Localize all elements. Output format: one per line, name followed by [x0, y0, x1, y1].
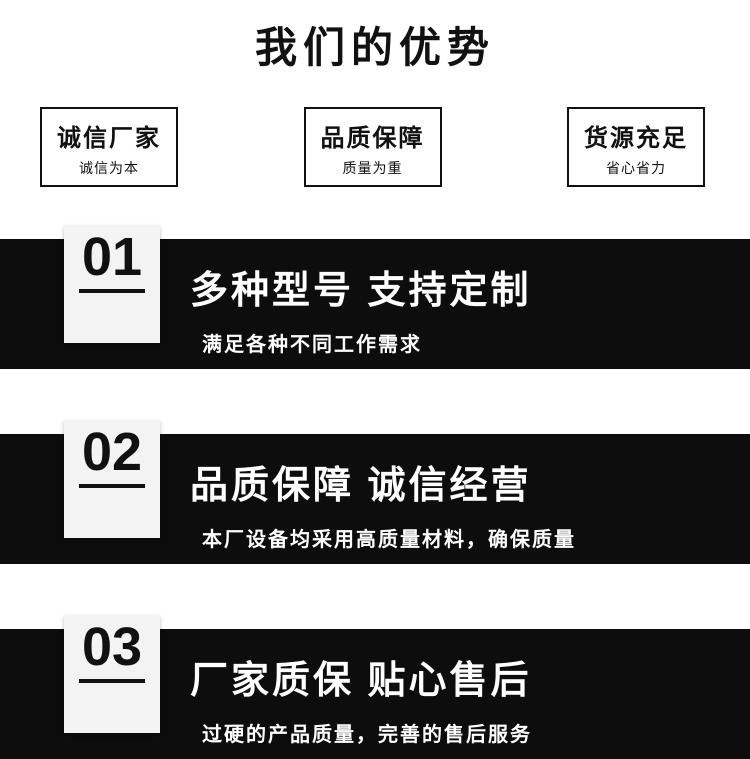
- advantage-banner-3: 03 厂家质保 贴心售后 过硬的产品质量，完善的售后服务: [0, 615, 750, 759]
- badge-subtitle: 诚信为本: [79, 160, 139, 176]
- advantage-subtitle: 本厂设备均采用高质量材料，确保质量: [202, 529, 576, 551]
- badge-row: 诚信厂家 诚信为本 品质保障 质量为重 货源充足 省心省力: [0, 107, 750, 187]
- advantage-text: 品质保障 诚信经营 本厂设备均采用高质量材料，确保质量: [0, 434, 750, 552]
- page-title: 我们的优势: [254, 24, 495, 71]
- advantage-number-box: 03: [64, 615, 160, 733]
- badge-title: 货源充足: [584, 125, 688, 152]
- advantage-subtitle: 满足各种不同工作需求: [202, 334, 422, 356]
- badge-card-quality-guarantee: 品质保障 质量为重: [303, 107, 442, 187]
- advantage-title: 厂家质保 贴心售后: [190, 660, 532, 702]
- advantage-text: 多种型号 支持定制 满足各种不同工作需求: [0, 239, 750, 357]
- advantage-number: 03: [78, 619, 146, 683]
- advantage-number: 02: [78, 424, 146, 488]
- badge-card-honest-factory: 诚信厂家 诚信为本: [40, 107, 178, 187]
- advantage-number: 01: [78, 229, 146, 293]
- advantage-list: 01 多种型号 支持定制 满足各种不同工作需求 02 品质保障 诚信经营 本厂设…: [0, 225, 750, 759]
- advantage-title: 品质保障 诚信经营: [190, 465, 532, 507]
- advantage-banner-2: 02 品质保障 诚信经营 本厂设备均采用高质量材料，确保质量: [0, 420, 750, 564]
- badge-subtitle: 省心省力: [606, 160, 666, 176]
- advantage-text: 厂家质保 贴心售后 过硬的产品质量，完善的售后服务: [0, 629, 750, 747]
- advantage-subtitle: 过硬的产品质量，完善的售后服务: [202, 724, 532, 746]
- badge-card-ample-supply: 货源充足 省心省力: [567, 107, 705, 187]
- advantage-number-box: 01: [64, 225, 160, 343]
- advantage-number-box: 02: [64, 420, 160, 538]
- badge-title: 诚信厂家: [57, 125, 161, 152]
- badge-title: 品质保障: [320, 125, 425, 152]
- advantage-banner-1: 01 多种型号 支持定制 满足各种不同工作需求: [0, 225, 750, 369]
- badge-subtitle: 质量为重: [342, 160, 403, 176]
- advantage-title: 多种型号 支持定制: [190, 270, 532, 312]
